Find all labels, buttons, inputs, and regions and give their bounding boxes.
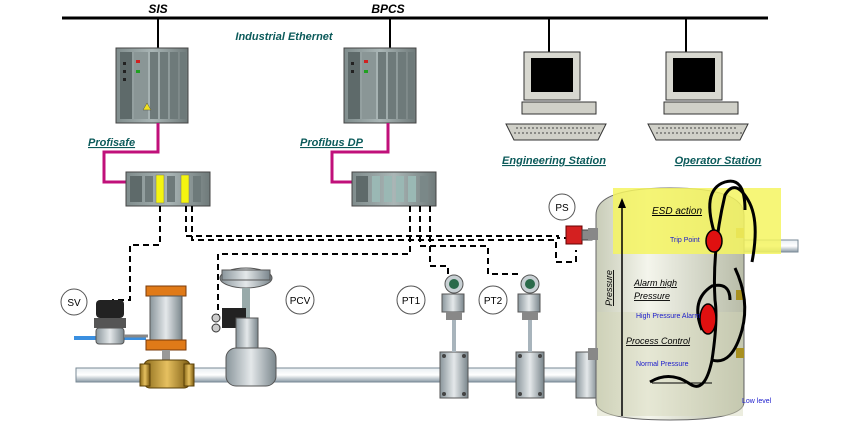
operator-station-label: Operator Station: [675, 155, 762, 167]
ethernet-bus: [62, 16, 768, 52]
control-valve: [211, 267, 277, 387]
high-alarm-marker: [699, 303, 717, 335]
sis-remote-io: [125, 171, 211, 207]
sv-label: SV: [67, 298, 81, 309]
profisafe-link: [102, 123, 160, 184]
pcv-label: PCV: [290, 296, 311, 307]
pressure-axis-label: Pressure: [604, 270, 614, 306]
sv-bubble: [60, 288, 88, 316]
profibus-link: [330, 123, 390, 184]
operator-station-computer: [647, 51, 749, 141]
alarm-high-label-1: Alarm high: [633, 278, 677, 288]
low-level-label: Low level: [742, 398, 772, 405]
bpcs-plc-rack: [343, 47, 417, 124]
ps-bubble: [548, 193, 576, 221]
pressure-transmitter-2: [517, 274, 541, 320]
sis-label: SIS: [148, 2, 167, 16]
pressure-transmitter-1: [441, 274, 465, 320]
shutdown-valve: [139, 285, 195, 389]
pressure-curves: [649, 179, 757, 388]
pt1-bubble: [396, 285, 426, 315]
normal-pressure-label: Normal Pressure: [636, 361, 689, 368]
profibus-label: Profibus DP: [300, 137, 364, 149]
pt2-label: PT2: [484, 296, 503, 307]
industrial-ethernet-label: Industrial Ethernet: [235, 31, 334, 43]
trip-point-marker: [705, 229, 723, 253]
solenoid-valve: [94, 300, 148, 345]
pressure-switch: [565, 225, 593, 245]
esd-action-label: ESD action: [652, 206, 702, 217]
trip-point-label: Trip Point: [670, 237, 700, 244]
ps-label: PS: [555, 203, 569, 214]
pressure-axis-arrow: [618, 198, 626, 416]
signal-wiring: [112, 206, 577, 315]
engineering-station-computer: [505, 51, 607, 141]
high-pressure-alarm-label: High Pressure Alarm: [636, 313, 700, 320]
alarm-high-label-2: Pressure: [634, 291, 670, 301]
sis-plc-rack: [115, 47, 189, 124]
esd-band: [613, 188, 781, 254]
bpcs-remote-io: [351, 171, 437, 207]
pt1-label: PT1: [402, 296, 421, 307]
bpcs-label: BPCS: [371, 2, 404, 16]
engineering-station-label: Engineering Station: [502, 155, 606, 167]
process-control-label: Process Control: [626, 336, 691, 346]
pt2-bubble: [478, 285, 508, 315]
profisafe-label: Profisafe: [88, 137, 135, 149]
pcv-bubble: [285, 285, 315, 315]
